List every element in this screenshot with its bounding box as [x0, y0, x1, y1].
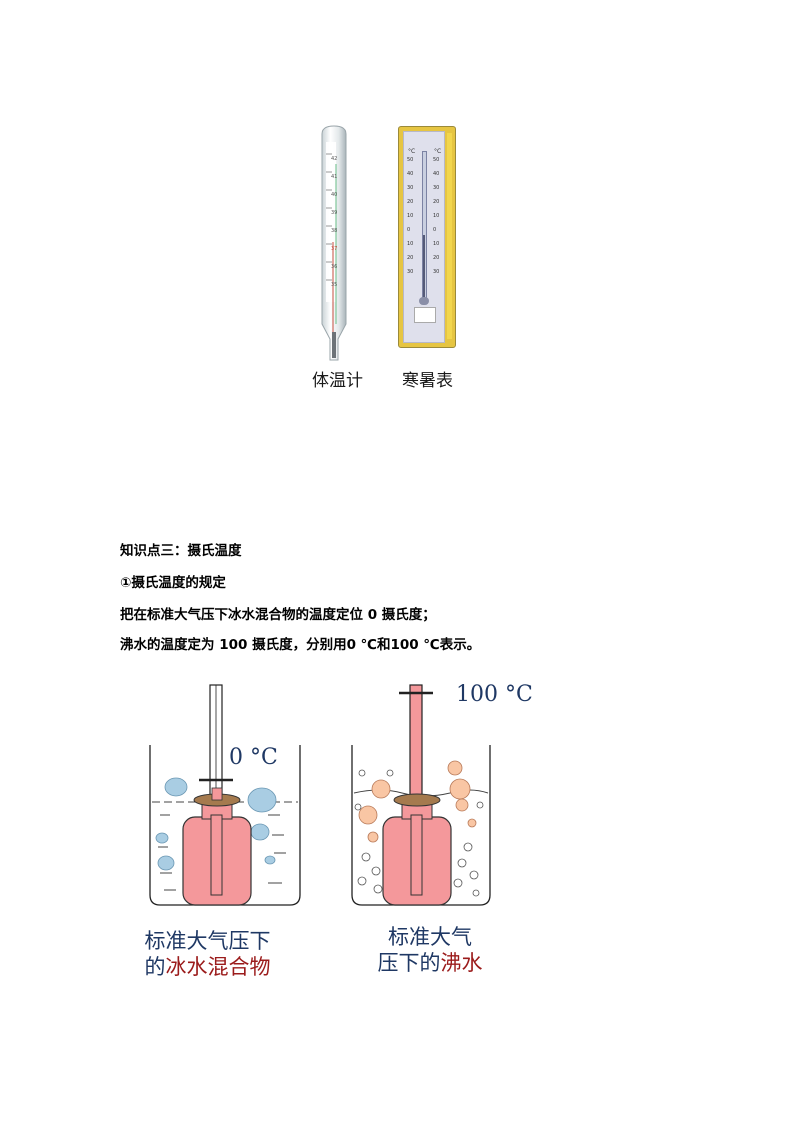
definition-line-1: 把在标准大气压下冰水混合物的温度定位 0 摄氏度；	[120, 607, 436, 623]
ice-caption-prefix: 的	[144, 955, 166, 979]
clinical-thermometer-image	[321, 125, 347, 361]
ice-caption-highlight: 冰水混合物	[165, 955, 271, 979]
wall-tick-label: 40	[407, 171, 414, 177]
wall-tick-label: 20	[433, 199, 440, 205]
wall-tick-label: 0	[433, 227, 437, 233]
ice-water-beaker	[149, 684, 301, 906]
wall-tick-label: 40	[433, 171, 440, 177]
wall-tick-label: 20	[433, 255, 440, 261]
boil-caption-highlight: 沸水	[440, 951, 483, 975]
wall-tick-label: 20	[407, 255, 414, 261]
thermometers-figure: 42 41 40 39 38 37 36 35 °C °C 50 40 30 2…	[300, 120, 480, 391]
wall-scale-right: 50 40 30 20 10 0 10 20 30	[433, 157, 445, 297]
ice-caption-line-1: 标准大气压下	[144, 929, 271, 953]
wall-thermometer-image: °C °C 50 40 30 20 10 0 10 20 30 50 40 30…	[398, 126, 456, 348]
wall-scale: 50 40 30 20 10 0 10 20 30	[407, 157, 445, 297]
section-subtitle: ①摄氏温度的规定	[120, 575, 226, 591]
wall-tick-label: 10	[433, 213, 440, 219]
wall-tick-label: 30	[407, 185, 414, 191]
clinical-tick-label: 42	[331, 156, 338, 162]
clinical-tick-label: 40	[331, 192, 338, 198]
wall-tick-label: 30	[433, 185, 440, 191]
wall-tick-label: 10	[407, 213, 414, 219]
wall-thermometer-caption: 寒暑表	[402, 371, 453, 391]
section-title: 知识点三：摄氏温度	[120, 543, 242, 559]
wall-tick-label: 20	[407, 199, 414, 205]
clinical-scale: 42 41 40 39 38 37 36 35	[331, 156, 345, 316]
clinical-tick-label: 38	[331, 228, 338, 234]
wall-tick-label: 10	[407, 241, 414, 247]
wall-tick-label: 0	[407, 227, 411, 233]
clinical-tick-label: 37	[331, 246, 338, 252]
ice-water-caption: 标准大气压下 的冰水混合物	[130, 928, 285, 980]
wall-tick-label: 30	[407, 269, 414, 275]
wall-unit-right: °C	[434, 148, 442, 155]
boil-caption-line-1: 标准大气	[388, 925, 472, 949]
wall-tick-label: 30	[433, 269, 440, 275]
wall-unit-left: °C	[408, 148, 416, 155]
clinical-tick-label: 41	[331, 174, 338, 180]
clinical-tick-label: 39	[331, 210, 338, 216]
ice-temperature-label: 0 °C	[229, 745, 278, 770]
clinical-tick-label: 35	[331, 282, 338, 288]
clinical-tick-label: 36	[331, 264, 338, 270]
clinical-thermometer-caption: 体温计	[312, 371, 363, 391]
celsius-diagram	[149, 684, 491, 906]
boil-caption-prefix: 压下的	[377, 951, 441, 975]
boiling-water-caption: 标准大气 压下的沸水	[355, 924, 505, 976]
wall-tick-label: 50	[407, 157, 414, 163]
boil-temperature-label: 100 °C	[456, 682, 533, 707]
wall-tick-label: 10	[433, 241, 440, 247]
boiling-water-beaker	[351, 684, 491, 906]
definition-line-2: 沸水的温度定为 100 摄氏度，分别用0 ℃和100 ℃表示。	[120, 637, 481, 653]
wall-tick-label: 50	[433, 157, 440, 163]
